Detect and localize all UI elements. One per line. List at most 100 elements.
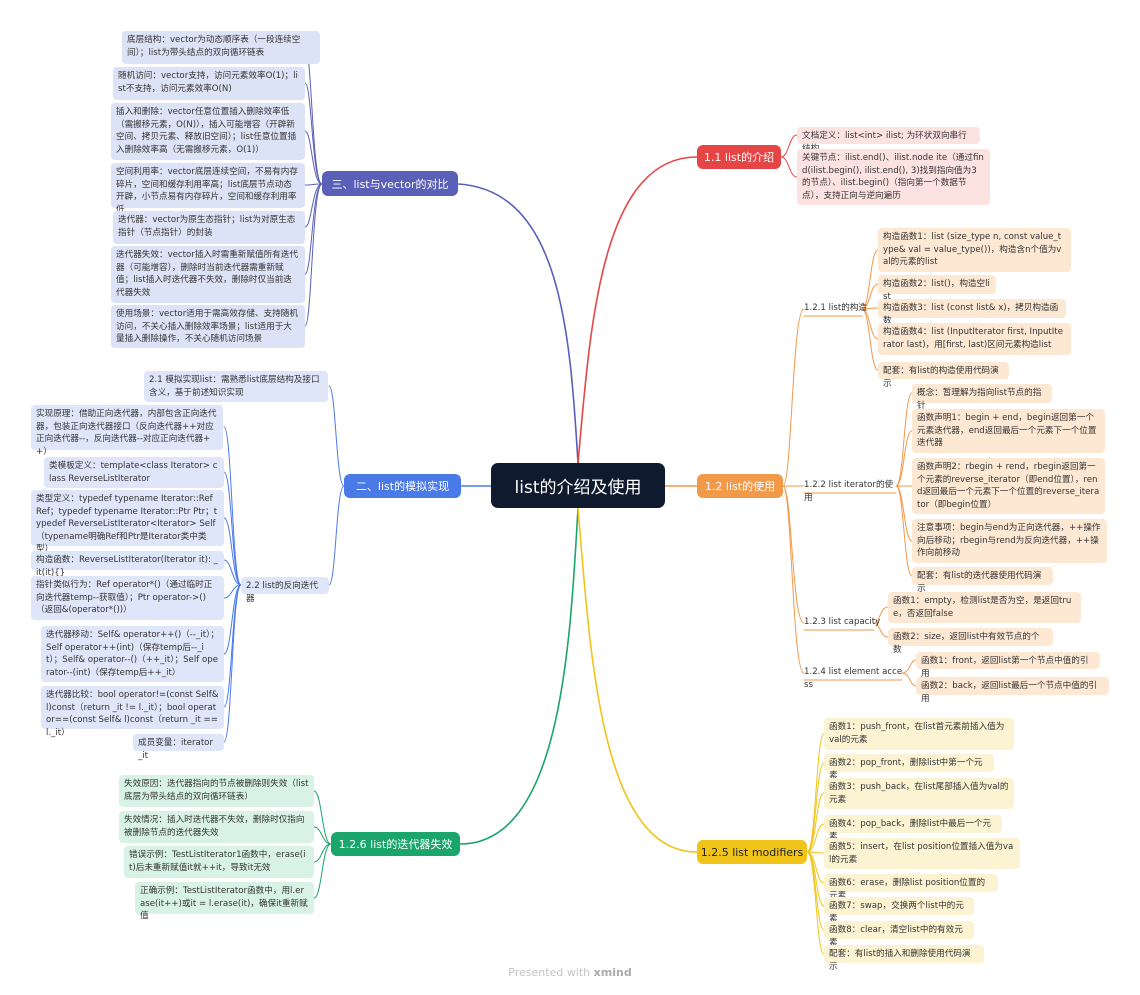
vs-insert-erase[interactable]: 插入和删除：vector任意位置插入删除效率低（需搬移元素，O(N)），插入可能… xyxy=(111,103,305,160)
access-back[interactable]: 函数2：back，返回list最后一个节点中值的引用 xyxy=(916,677,1109,704)
branch-list-modifiers[interactable]: 1.2.5 list modifiers xyxy=(697,840,807,864)
vs-random-access[interactable]: 随机访问：vector支持，访问元素效率O(1)；list不支持，访问元素效率O… xyxy=(113,67,305,100)
edge-rev-4 xyxy=(223,584,242,599)
edge-intro-0 xyxy=(780,134,798,158)
edge-mod-0 xyxy=(806,733,825,853)
edge-inv-1 xyxy=(313,826,332,845)
branch-list-usage[interactable]: 1.2 list的使用 xyxy=(697,474,783,498)
edge-mod-3 xyxy=(806,823,825,853)
vs-space-usage[interactable]: 空间利用率：vector底层连续空间，不易有内存碎片，空间和缓存利用率高；lis… xyxy=(111,163,305,215)
mod-insert[interactable]: 函数5：insert，在list position位置插入值为val的元素 xyxy=(824,838,1020,869)
ctor-2[interactable]: 构造函数2：list()，构造空list xyxy=(878,275,996,302)
usage-1-2-2-label[interactable]: 1.2.2 list iterator的使用 xyxy=(804,480,894,503)
edge-rev-1 xyxy=(223,471,242,586)
edge-mod-2 xyxy=(806,792,825,853)
branch-simulation[interactable]: 二、list的模拟实现 xyxy=(344,474,461,498)
edge-rev-2 xyxy=(223,517,242,586)
rev-typedefs[interactable]: 类型定义：typedef typename Iterator::Ref Ref；… xyxy=(31,490,224,554)
edge-mod-8 xyxy=(806,851,825,955)
mod-demo[interactable]: 配套：有list的插入和删除使用代码演示 xyxy=(824,945,984,972)
vs-use-case[interactable]: 使用场景：vector适用于需高效存储、支持随机访问，不关心插入删除效率场景；l… xyxy=(111,305,305,348)
branch-iterator-invalidation[interactable]: 1.2.6 list的迭代器失效 xyxy=(331,832,460,856)
edge-usage-0 xyxy=(782,308,805,487)
mod-swap[interactable]: 函数7：swap，交换两个list中的元素 xyxy=(824,897,974,924)
inv-wrong-example[interactable]: 错误示例：TestListIterator1函数中，erase(it)后未重新赋… xyxy=(124,846,314,878)
sim-2-1[interactable]: 2.1 模拟实现list：需熟悉list底层结构及接口含义，基于前述知识实现 xyxy=(144,371,328,402)
iter-rbegin-rend[interactable]: 函数声明2：rbegin + rend，rbegin返回第一个元素的revers… xyxy=(912,458,1105,514)
branch-list-vs-vector[interactable]: 三、list与vector的对比 xyxy=(322,171,458,196)
mod-clear[interactable]: 函数8：clear，清空list中的有效元素 xyxy=(824,921,974,948)
edge-root-invalidation xyxy=(459,507,579,845)
edge-vs-1 xyxy=(304,82,323,185)
edge-intro-1 xyxy=(780,156,798,178)
iter-demo[interactable]: 配套：有list的迭代器使用代码演示 xyxy=(912,567,1053,594)
mod-pop-back[interactable]: 函数4：pop_back，删除list中最后一个元素 xyxy=(824,815,1002,842)
branch-list-intro[interactable]: 1.1 list的介绍 xyxy=(697,145,781,169)
root-topic[interactable]: list的介绍及使用 xyxy=(491,463,665,508)
edge-iter-4 xyxy=(895,485,913,577)
rev-pointer-ops[interactable]: 指针类似行为：Ref operator*()（通过临时正向迭代器temp--获取… xyxy=(31,576,224,620)
rev-template[interactable]: 类模板定义：template<class Iterator> class Rev… xyxy=(44,457,224,488)
ctor-3[interactable]: 构造函数3：list (const list& x)，拷贝构造函数 xyxy=(878,299,1066,326)
usage-1-2-1-label[interactable]: 1.2.1 list的构造 xyxy=(804,303,868,313)
mod-erase[interactable]: 函数6：erase，删除list position位置的元素 xyxy=(824,874,998,901)
edge-sim-0 xyxy=(328,385,345,487)
vs-iterator-invalidation[interactable]: 迭代器失效：vector插入时需重新赋值所有迭代器（可能增容），删除时当前迭代器… xyxy=(111,246,305,303)
edge-cap-0 xyxy=(873,606,889,624)
edge-mod-7 xyxy=(806,851,825,931)
edge-mod-1 xyxy=(806,762,825,853)
cap-empty[interactable]: 函数1：empty，检测list是否为空，是返回true，否返回false xyxy=(888,592,1081,623)
iter-notes[interactable]: 注意事项：begin与end为正向迭代器，++操作向后移动；rbegin与ren… xyxy=(912,519,1107,563)
edge-root-intro xyxy=(577,156,698,464)
rev-movement[interactable]: 迭代器移动：Self& operator++()（--_it）；Self ope… xyxy=(41,626,224,682)
edge-iter-0 xyxy=(895,392,913,487)
edge-root-vs-vector xyxy=(457,183,579,464)
edge-rev-6 xyxy=(223,584,242,708)
mod-pop-front[interactable]: 函数2：pop_front，删除list中第一个元素 xyxy=(824,754,994,781)
edge-inv-2 xyxy=(313,843,332,863)
iter-begin-end[interactable]: 函数声明1：begin + end，begin返回第一个元素迭代器，end返回最… xyxy=(912,409,1105,453)
footer-prefix: Presented with xyxy=(508,966,591,979)
ctor-demo[interactable]: 配套：有list的构造使用代码演示 xyxy=(878,362,1009,389)
edge-usage-3 xyxy=(782,485,805,674)
edge-rev-7 xyxy=(223,584,242,743)
intro-definition[interactable]: 文档定义：list<int> ilist; 为环状双向串行结构 xyxy=(797,127,980,154)
edge-rev-0 xyxy=(223,426,242,586)
edge-ctor-0 xyxy=(861,249,879,310)
edge-inv-3 xyxy=(313,843,332,899)
intro-key-nodes[interactable]: 关键节点：ilist.end()、ilist.node ite（通过find(i… xyxy=(797,149,990,205)
sim-2-2-label[interactable]: 2.2 list的反向迭代器 xyxy=(241,577,329,604)
edge-ctor-2 xyxy=(861,307,879,310)
rev-principle[interactable]: 实现原理：借助正向迭代器，内部包含正向迭代器，包装正向迭代器接口（反向迭代器++… xyxy=(31,405,223,457)
rev-member[interactable]: 成员变量：iterator _it xyxy=(133,734,224,761)
mod-push-front[interactable]: 函数1：push_front，在list首元素前插入值为val的元素 xyxy=(824,718,1014,750)
edge-rev-5 xyxy=(223,584,242,655)
rev-compare[interactable]: 迭代器比较：bool operator!=(const Self& l)cons… xyxy=(41,686,224,738)
access-front[interactable]: 函数1：front，返回list第一个节点中值的引用 xyxy=(916,652,1100,679)
edge-ctor-1 xyxy=(861,283,879,310)
ctor-4[interactable]: 构造函数4：list (InputIterator first, InputIt… xyxy=(878,323,1071,355)
edge-root-modifiers xyxy=(577,507,698,853)
edge-cap-1 xyxy=(873,622,889,638)
mod-push-back[interactable]: 函数3：push_back，在list尾部插入值为val的元素 xyxy=(824,778,1014,809)
vs-structure[interactable]: 底层结构：vector为动态顺序表（一段连续空间）；list为带头结点的双向循环… xyxy=(122,31,320,64)
rev-constructor[interactable]: 构造函数：ReverseListIterator(Iterator it): _… xyxy=(31,551,224,578)
cap-size[interactable]: 函数2：size，返回list中有效节点的个数 xyxy=(888,628,1053,655)
ctor-1[interactable]: 构造函数1：list (size_type n, const value_typ… xyxy=(878,228,1071,272)
iter-concept[interactable]: 概念：暂理解为指向list节点的指针 xyxy=(912,384,1052,411)
usage-1-2-3-label[interactable]: 1.2.3 list capacity xyxy=(804,617,881,627)
edge-ctor-4 xyxy=(861,308,879,371)
edge-rev-3 xyxy=(223,559,242,586)
inv-cases[interactable]: 失效情况：插入时迭代器不失效，删除时仅指向被删除节点的迭代器失效 xyxy=(119,811,314,843)
edge-inv-0 xyxy=(313,790,332,845)
edge-access-1 xyxy=(901,672,917,687)
inv-right-example[interactable]: 正确示例：TestListIterator函数中，用l.erase(it++)或… xyxy=(135,882,314,921)
edge-vs-5 xyxy=(304,183,323,275)
inv-cause[interactable]: 失效原因：迭代器指向的节点被删除则失效（list底层为带头结点的双向循环链表） xyxy=(119,775,314,807)
usage-1-2-4-label[interactable]: 1.2.4 list element access xyxy=(804,667,903,690)
edge-vs-2 xyxy=(304,130,323,185)
vs-iterator[interactable]: 迭代器：vector为原生态指针；list为对原生态指针（节点指针）的封装 xyxy=(113,211,305,244)
edge-vs-3 xyxy=(304,183,323,186)
edge-access-0 xyxy=(901,659,917,674)
